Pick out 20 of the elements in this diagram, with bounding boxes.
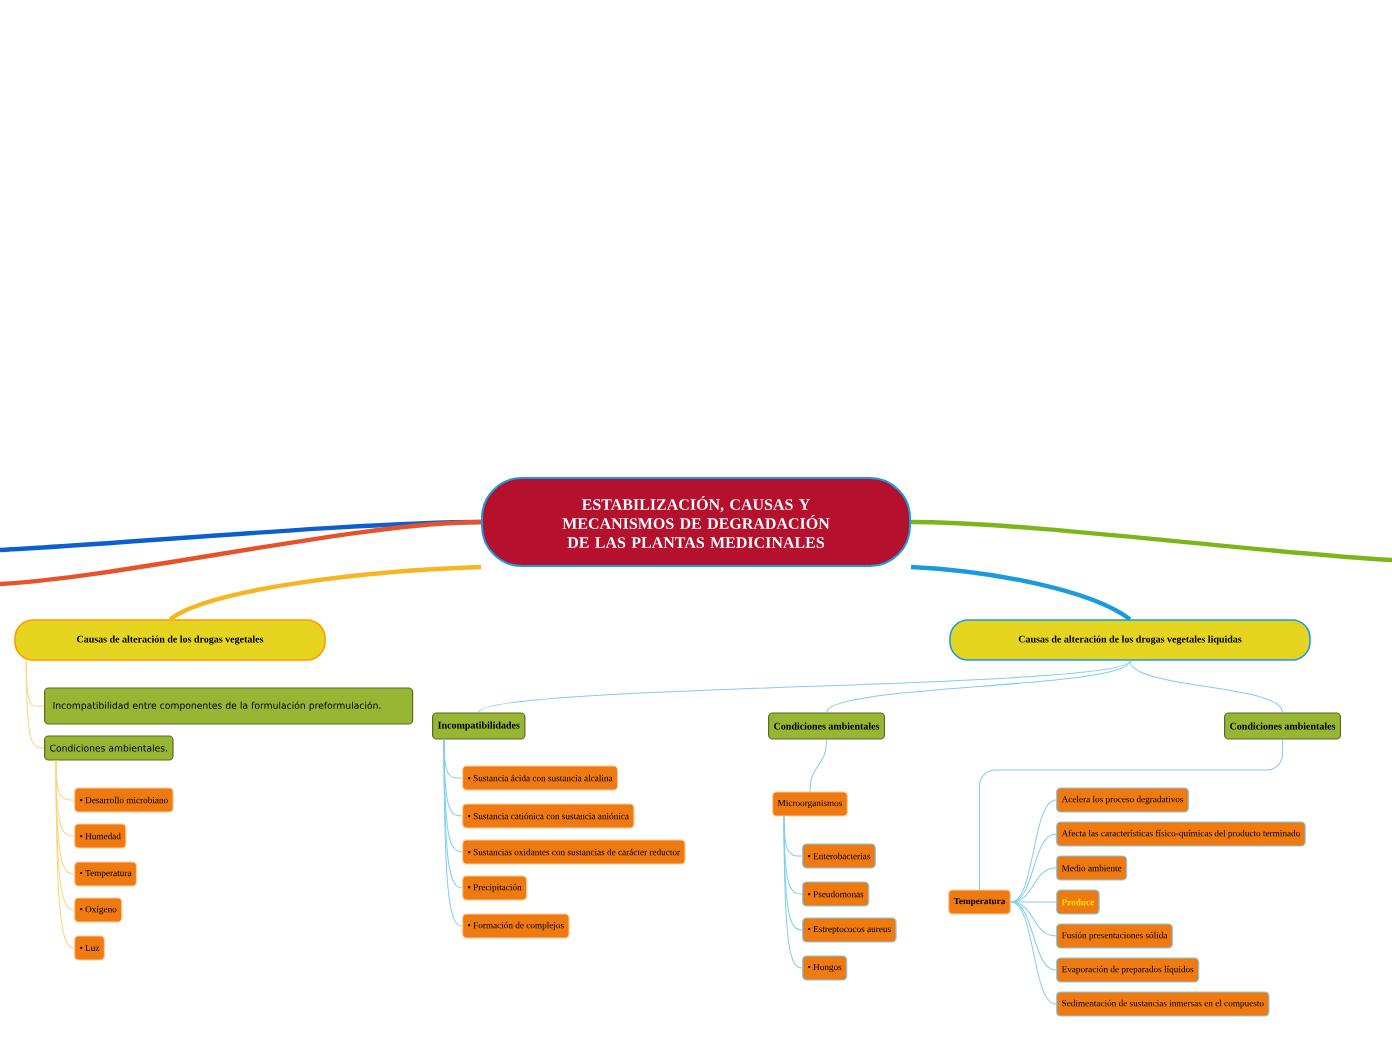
connector-line (478, 660, 1131, 713)
connector-line (809, 739, 828, 792)
connector-line (55, 760, 75, 949)
connector-line (910, 519, 1392, 563)
connector-line (0, 519, 482, 587)
connector-line (1010, 901, 1057, 971)
title-box: ESTABILIZACIÓN, CAUSAS Y MECANISMOS DE DEGRADACIÓN DE LAS PLANTAS MEDICINALES (481, 477, 911, 567)
connector-line (1010, 901, 1057, 937)
connector-line (1010, 901, 1057, 1005)
connector-line (1010, 901, 1057, 903)
connector-line (910, 564, 1132, 622)
connector-line (168, 564, 482, 622)
connector-line (443, 739, 463, 927)
connector-line (1129, 660, 1284, 713)
connector-line (783, 816, 803, 969)
connector-line (1010, 833, 1057, 903)
connector-line (979, 739, 1284, 890)
connector-line (826, 660, 1131, 713)
connector-line (1010, 799, 1057, 903)
connector-line (25, 660, 45, 749)
